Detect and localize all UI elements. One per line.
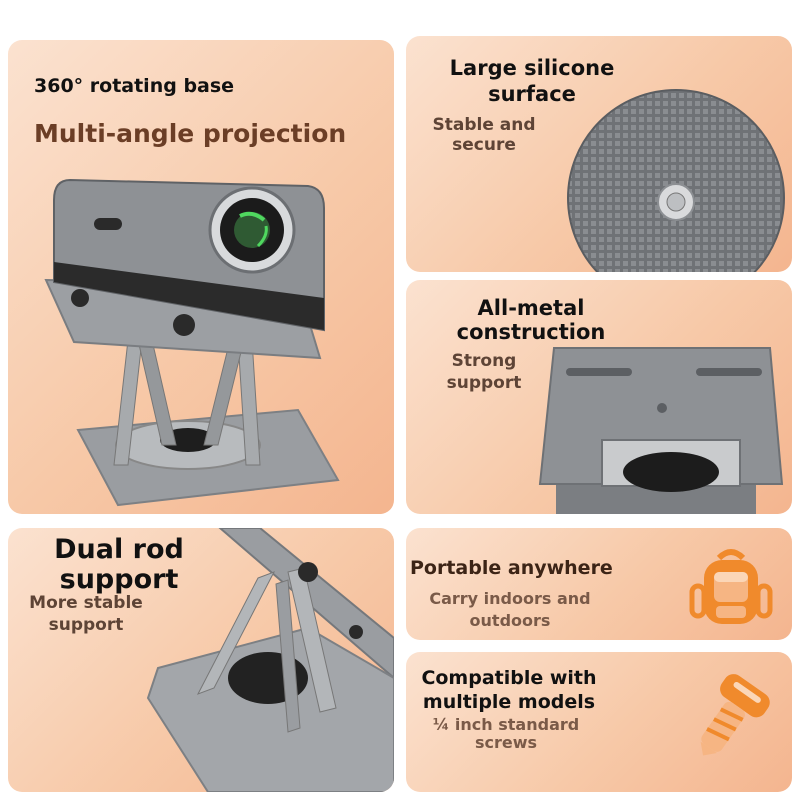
compatible-title-line2: multiple models [422, 691, 596, 713]
compatible-title-line1: Compatible with [421, 667, 597, 689]
multi-angle-title: Multi-angle projection [34, 119, 347, 148]
silicone-title-line1: Large silicone [449, 56, 615, 80]
compatible-sub-line2: screws [474, 733, 538, 752]
dual-rod-title-line2: support [59, 564, 179, 595]
portable-sub-line1: Carry indoors and [429, 589, 591, 608]
metal-title-line1: All-metal [477, 296, 585, 320]
silicone-surface-panel: Large silicone surface Stable and secure [406, 36, 792, 272]
rotating-base-panel: 360° rotating base Multi-angle projectio… [8, 40, 394, 514]
rotating-base-label: 360° rotating base [34, 75, 235, 97]
silicone-sub-line1: Stable and [432, 115, 536, 135]
silicone-sub-line2: secure [452, 135, 516, 155]
metal-sub-line2: support [446, 373, 522, 393]
portable-panel: Portable anywhere Carry indoors and outd… [406, 528, 792, 640]
silicone-pad-illustration [567, 89, 785, 272]
metal-plate-illustration [538, 347, 784, 514]
backpack-icon [689, 549, 773, 624]
dual-rod-panel: Dual rod support More stable support [8, 528, 394, 792]
dual-rod-sub-line1: More stable [29, 593, 143, 613]
silicone-title-line2: surface [488, 82, 576, 106]
dual-rod-illustration [146, 528, 394, 792]
metal-sub-line1: Strong [451, 351, 517, 371]
metal-title-line2: construction [456, 320, 606, 344]
compatible-panel: Compatible with multiple models ¼ inch s… [406, 652, 792, 792]
dual-rod-title-line1: Dual rod [54, 534, 184, 565]
portable-sub-line2: outdoors [469, 611, 551, 630]
dual-rod-sub-line2: support [48, 615, 124, 635]
portable-title: Portable anywhere [410, 557, 613, 579]
projector-stand-illustration [44, 178, 340, 507]
screw-icon [700, 674, 770, 756]
all-metal-panel: All-metal construction Strong support [406, 280, 792, 514]
compatible-sub-line1: ¼ inch standard [432, 715, 580, 734]
